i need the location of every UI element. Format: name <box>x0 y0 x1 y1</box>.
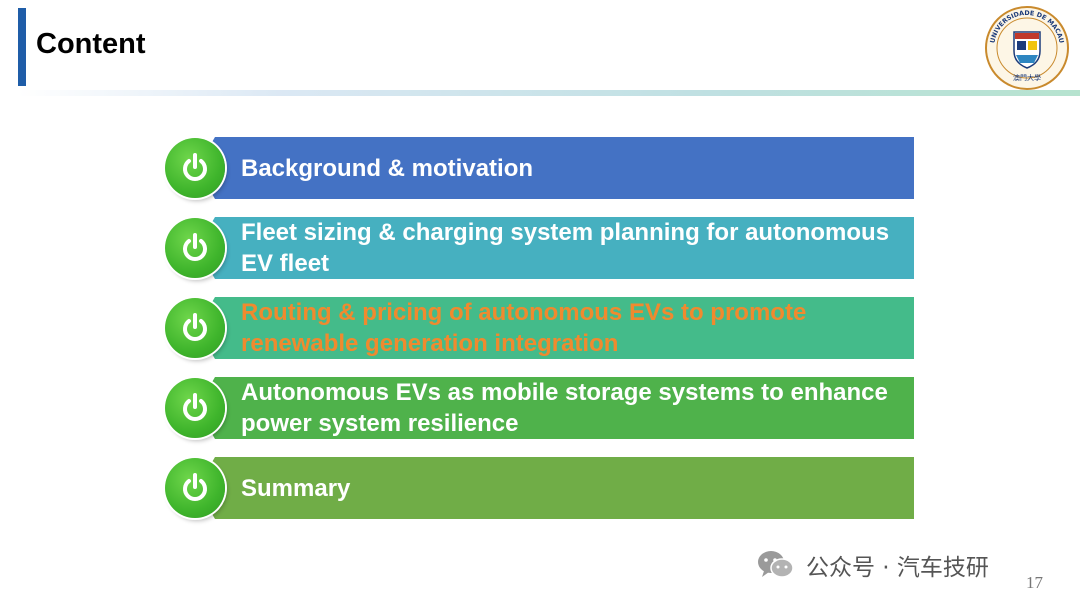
agenda-item[interactable]: Fleet sizing & charging system planning … <box>165 217 915 279</box>
agenda-item-badge <box>165 218 225 278</box>
agenda-item-band: Background & motivation <box>197 137 914 199</box>
agenda-item[interactable]: Autonomous EVs as mobile storage systems… <box>165 377 915 439</box>
page-title: Content <box>36 28 146 60</box>
agenda-item-badge <box>165 138 225 198</box>
agenda-item-band: Routing & pricing of autonomous EVs to p… <box>197 297 914 359</box>
agenda-item-badge <box>165 458 225 518</box>
agenda-item-band: Fleet sizing & charging system planning … <box>197 217 914 279</box>
agenda-item-band: Summary <box>197 457 914 519</box>
agenda-item[interactable]: Background & motivation <box>165 137 915 199</box>
logo-bottom-text: 澳門大學 <box>1013 73 1041 82</box>
agenda-item-badge <box>165 298 225 358</box>
agenda-item-band: Autonomous EVs as mobile storage systems… <box>197 377 914 439</box>
wechat-icon <box>758 551 794 578</box>
agenda-item-label: Background & motivation <box>241 154 534 182</box>
power-icon <box>183 233 207 261</box>
agenda-item-label: Autonomous EVs as mobile storage systems… <box>241 379 888 437</box>
watermark: 公众号 · 汽车技研 <box>756 548 989 582</box>
page-number: 17 <box>1026 573 1043 592</box>
power-icon <box>183 313 207 341</box>
title-accent-bar <box>18 8 26 86</box>
agenda-item[interactable]: Routing & pricing of autonomous EVs to p… <box>165 297 915 359</box>
agenda-item-badge <box>165 378 225 438</box>
university-of-macau-seal-icon: UNIVERSIDADE DE MACAU 澳門大學 <box>985 6 1069 90</box>
power-icon <box>183 393 207 421</box>
agenda-item[interactable]: Summary <box>165 457 915 519</box>
watermark-text: 公众号 · 汽车技研 <box>806 555 989 581</box>
power-icon <box>183 153 207 181</box>
agenda-item-label: Routing & pricing of autonomous EVs to p… <box>241 299 807 357</box>
agenda-item-label: Summary <box>241 474 351 502</box>
power-icon <box>183 473 207 501</box>
agenda-item-label: Fleet sizing & charging system planning … <box>241 219 890 277</box>
title-underline <box>18 90 1080 96</box>
